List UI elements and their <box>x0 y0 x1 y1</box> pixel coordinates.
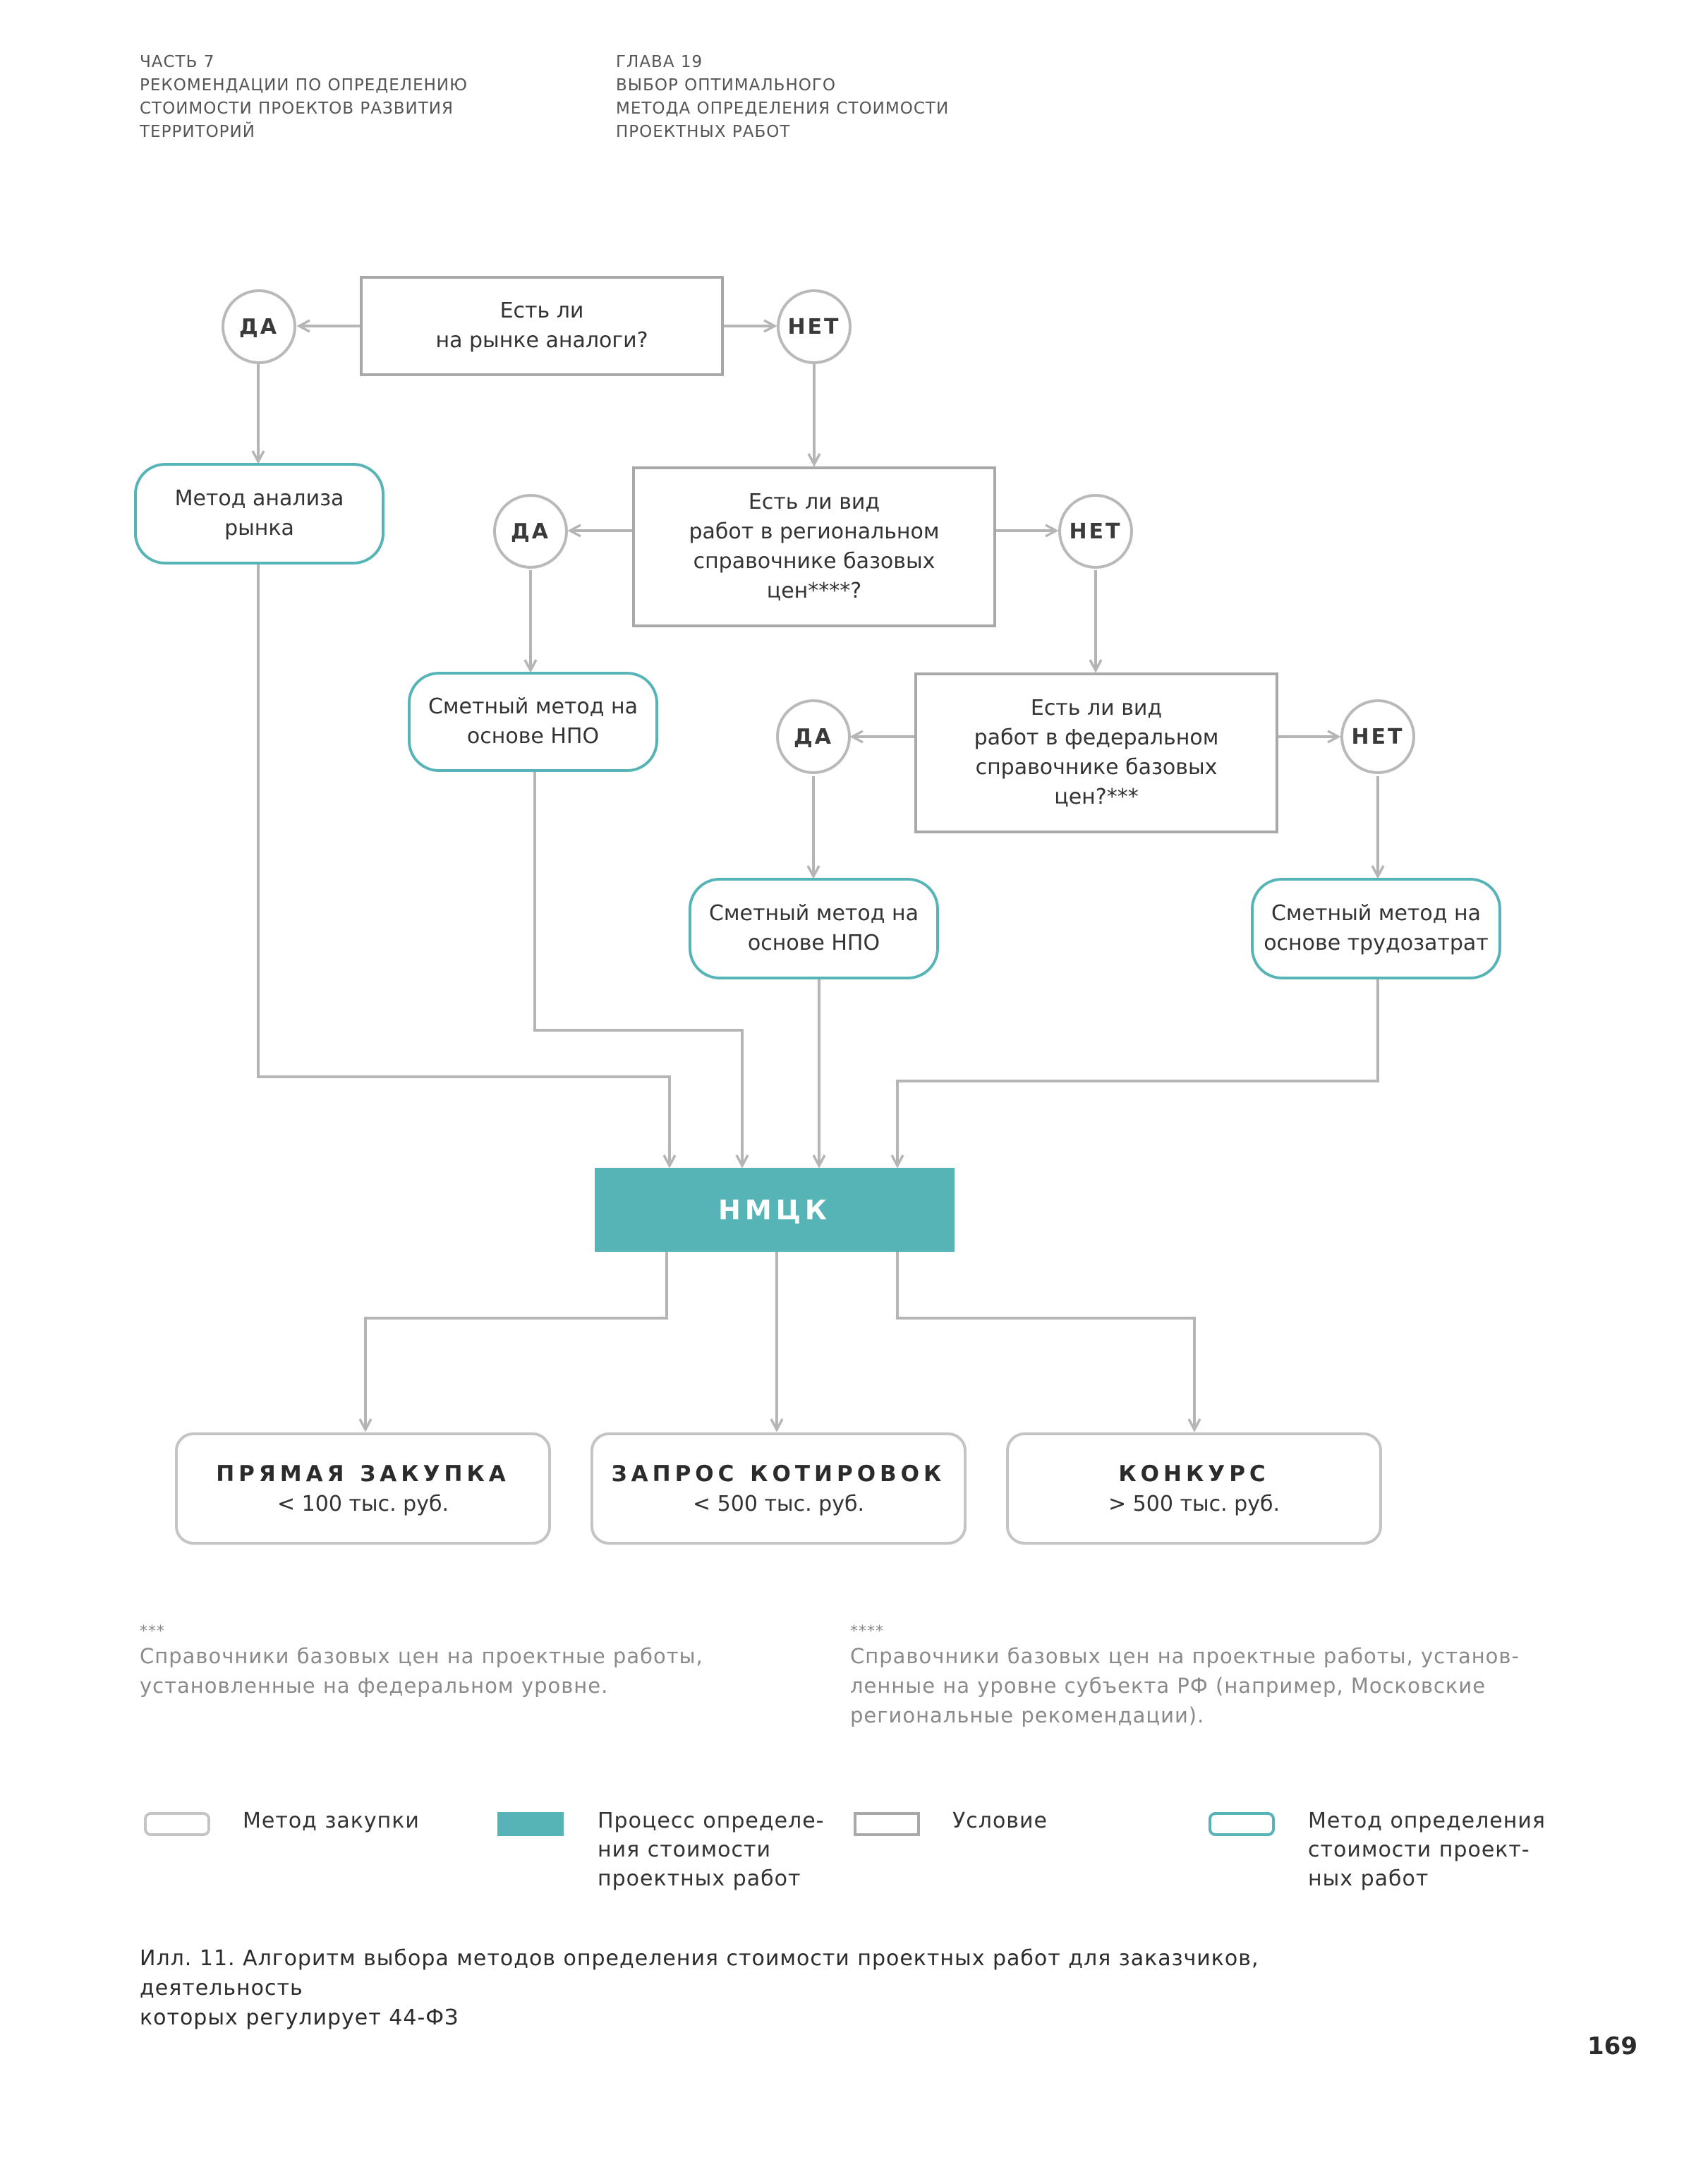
footnote-federal: *** Справочники базовых цен на проектные… <box>140 1623 810 1701</box>
method-line: Сметный метод на <box>708 901 919 926</box>
header-chapter: ГЛАВА 19 ВЫБОР ОПТИМАЛЬНОГО МЕТОДА ОПРЕД… <box>616 51 949 144</box>
method-market-analysis: Метод анализа рынка <box>134 463 384 565</box>
page-number: 169 <box>1587 2032 1637 2060</box>
method-estimate-npo-regional: Сметный метод на основе НПО <box>408 672 658 772</box>
condition-line: Есть ли вид <box>748 490 880 514</box>
legend-label-method: Метод определения стоимости проект- ных … <box>1308 1806 1546 1893</box>
purchase-quotes: ЗАПРОС КОТИРОВОК < 500 тыс. руб. <box>590 1432 967 1545</box>
purchase-title: ПРЯМАЯ ЗАКУПКА <box>216 1461 510 1487</box>
condition-line: работ в федеральном <box>974 725 1219 750</box>
method-line: Метод анализа <box>174 486 344 511</box>
condition-line: справочнике базовых <box>975 755 1218 780</box>
figure-caption: Илл. 11. Алгоритм выбора методов определ… <box>140 1944 1395 2033</box>
legend-swatch-process <box>497 1812 564 1836</box>
header-part-line: СТОИМОСТИ ПРОЕКТОВ РАЗВИТИЯ <box>140 99 454 118</box>
condition-line: Есть ли <box>499 298 584 323</box>
legend-label-purchase: Метод закупки <box>243 1806 420 1835</box>
legend-line: ния стоимости <box>598 1837 771 1862</box>
purchase-contest: КОНКУРС > 500 тыс. руб. <box>1006 1432 1382 1545</box>
footnote-line: установленные на федеральном уровне. <box>140 1674 609 1698</box>
caption-line: Илл. 11. Алгоритм выбора методов определ… <box>140 1946 1259 2000</box>
legend-label-process: Процесс определе- ния стоимости проектны… <box>598 1806 824 1893</box>
condition-line: цен?*** <box>1054 785 1139 809</box>
legend-line: Процесс определе- <box>598 1809 825 1833</box>
no-circle-3: НЕТ <box>1340 699 1415 774</box>
no-circle-2: НЕТ <box>1058 494 1133 569</box>
arrow-labor-to-process <box>897 979 1379 1166</box>
footnote-mark: *** <box>140 1623 165 1641</box>
condition-line: работ в региональном <box>689 519 940 544</box>
header-chapter-line: ГЛАВА 19 <box>616 53 703 71</box>
arrow-market-to-process <box>257 565 670 1166</box>
arrow-process-to-direct <box>365 1252 668 1430</box>
footnote-line: Справочники базовых цен на проектные раб… <box>140 1644 703 1668</box>
legend-line: ных работ <box>1308 1866 1429 1891</box>
legend-line: проектных работ <box>598 1866 801 1891</box>
condition-market-analogs: Есть ли на рынке аналоги? <box>360 276 724 376</box>
method-line: основе НПО <box>466 724 600 749</box>
condition-line: цен****? <box>766 579 862 603</box>
purchase-title: КОНКУРС <box>1118 1461 1270 1487</box>
header-chapter-line: ПРОЕКТНЫХ РАБОТ <box>616 123 791 141</box>
yes-circle-2: ДА <box>493 494 568 569</box>
legend-line: Метод закупки <box>243 1809 420 1833</box>
header-part: ЧАСТЬ 7 РЕКОМЕНДАЦИИ ПО ОПРЕДЕЛЕНИЮ СТОИ… <box>140 51 468 144</box>
yes-circle-3: ДА <box>776 699 851 774</box>
header-chapter-line: МЕТОДА ОПРЕДЕЛЕНИЯ СТОИМОСТИ <box>616 99 950 118</box>
arrow-process-to-contest <box>896 1252 1194 1430</box>
legend-line: Условие <box>952 1809 1048 1833</box>
footnote-mark: **** <box>850 1623 884 1641</box>
method-estimate-npo-federal: Сметный метод на основе НПО <box>689 878 939 979</box>
method-line: Сметный метод на <box>1271 901 1482 926</box>
no-circle-1: НЕТ <box>777 289 852 364</box>
legend-line: Метод определения <box>1308 1809 1546 1833</box>
header-part-line: ЧАСТЬ 7 <box>140 53 215 71</box>
method-line: Сметный метод на <box>428 694 638 719</box>
legend-swatch-method <box>1209 1812 1275 1836</box>
method-line: основе трудозатрат <box>1264 931 1489 955</box>
header-chapter-line: ВЫБОР ОПТИМАЛЬНОГО <box>616 76 836 95</box>
header-part-line: РЕКОМЕНДАЦИИ ПО ОПРЕДЕЛЕНИЮ <box>140 76 468 95</box>
legend-swatch-purchase <box>144 1812 210 1836</box>
method-estimate-labor: Сметный метод на основе трудозатрат <box>1251 878 1501 979</box>
condition-line: справочнике базовых <box>693 549 935 574</box>
condition-line: на рынке аналоги? <box>435 328 648 353</box>
arrow-npo1-to-process <box>533 772 742 1166</box>
footnote-line: ленные на уровне субъекта РФ (например, … <box>850 1674 1486 1698</box>
method-line: основе НПО <box>747 931 880 955</box>
purchase-direct: ПРЯМАЯ ЗАКУПКА < 100 тыс. руб. <box>175 1432 551 1545</box>
legend-swatch-condition <box>854 1812 920 1836</box>
condition-federal-reference: Есть ли вид работ в федеральном справочн… <box>914 672 1278 833</box>
method-line: рынка <box>224 516 294 541</box>
condition-line: Есть ли вид <box>1030 696 1163 720</box>
footnote-line: региональные рекомендации). <box>850 1703 1205 1727</box>
purchase-threshold: > 500 тыс. руб. <box>1108 1491 1280 1516</box>
legend-label-condition: Условие <box>952 1806 1048 1835</box>
condition-regional-reference: Есть ли вид работ в региональном справоч… <box>632 466 996 627</box>
purchase-threshold: < 100 тыс. руб. <box>277 1491 449 1516</box>
footnote-regional: **** Справочники базовых цен на проектны… <box>850 1623 1556 1730</box>
process-nmck: НМЦК <box>595 1168 955 1252</box>
caption-line: которых регулирует 44-ФЗ <box>140 2005 459 2030</box>
footnote-line: Справочники базовых цен на проектные раб… <box>850 1644 1520 1668</box>
yes-circle-1: ДА <box>222 289 296 364</box>
legend-line: стоимости проект- <box>1308 1837 1530 1862</box>
header-part-line: ТЕРРИТОРИЙ <box>140 123 255 141</box>
purchase-threshold: < 500 тыс. руб. <box>692 1491 865 1516</box>
purchase-title: ЗАПРОС КОТИРОВОК <box>611 1461 946 1487</box>
